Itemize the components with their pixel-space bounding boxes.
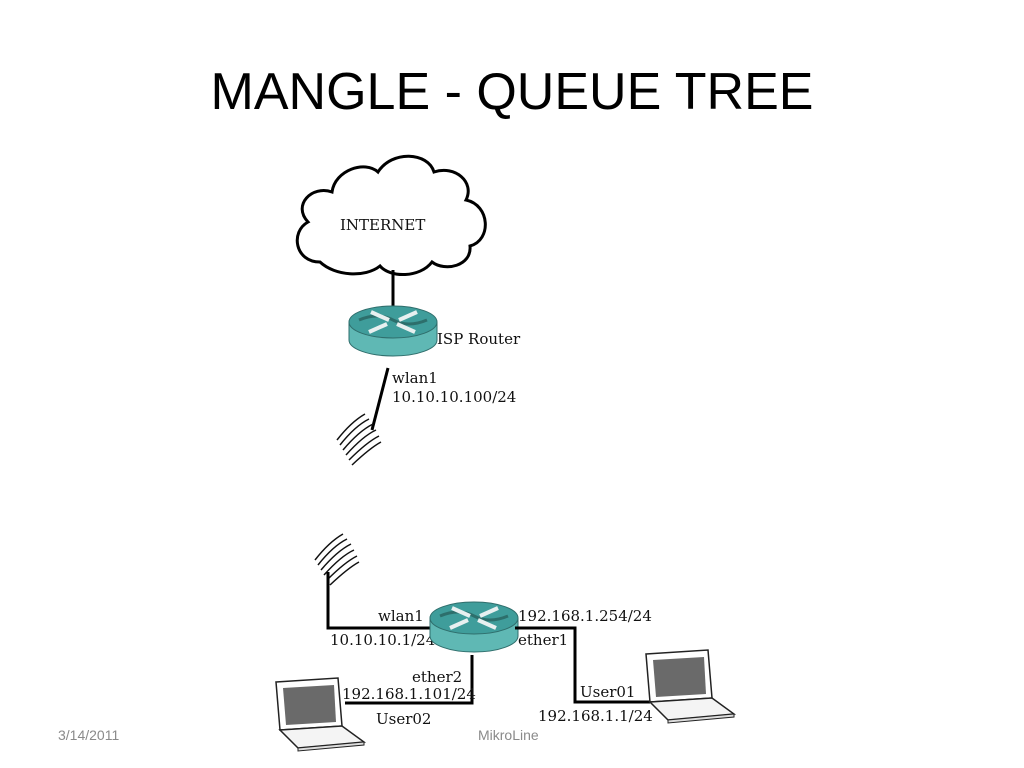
footer-text: MikroLine bbox=[478, 727, 539, 743]
ether1-label: ether1 bbox=[518, 631, 568, 649]
isp-wlan-ip: 10.10.10.100/24 bbox=[392, 388, 516, 406]
isp-router-label: ISP Router bbox=[437, 330, 521, 348]
footer-date: 3/14/2011 bbox=[58, 727, 120, 743]
user01-ip: 192.168.1.1/24 bbox=[538, 707, 653, 725]
user01-label: User01 bbox=[580, 683, 635, 701]
isp-wlan-label: wlan1 bbox=[392, 369, 438, 387]
ether1-ip: 192.168.1.254/24 bbox=[518, 607, 652, 625]
user01-laptop-icon bbox=[645, 649, 735, 724]
user02-ip: 192.168.1.101/24 bbox=[342, 685, 476, 703]
local-wlan-ip: 10.10.10.1/24 bbox=[330, 631, 435, 649]
user02-label: User02 bbox=[376, 710, 431, 728]
internet-label: INTERNET bbox=[340, 216, 425, 234]
isp-router-icon bbox=[347, 304, 439, 358]
wireless-signal-icon bbox=[314, 533, 360, 586]
isp-wireless-link bbox=[370, 367, 390, 431]
ether1-link bbox=[515, 626, 650, 704]
local-router-icon bbox=[428, 600, 520, 654]
ether2-label: ether2 bbox=[412, 668, 462, 686]
local-wlan-label: wlan1 bbox=[378, 607, 424, 625]
slide-title: MANGLE - QUEUE TREE bbox=[210, 63, 814, 121]
local-wlan-link bbox=[326, 572, 430, 630]
cloud-icon bbox=[295, 154, 487, 277]
ether2-link bbox=[345, 655, 474, 705]
